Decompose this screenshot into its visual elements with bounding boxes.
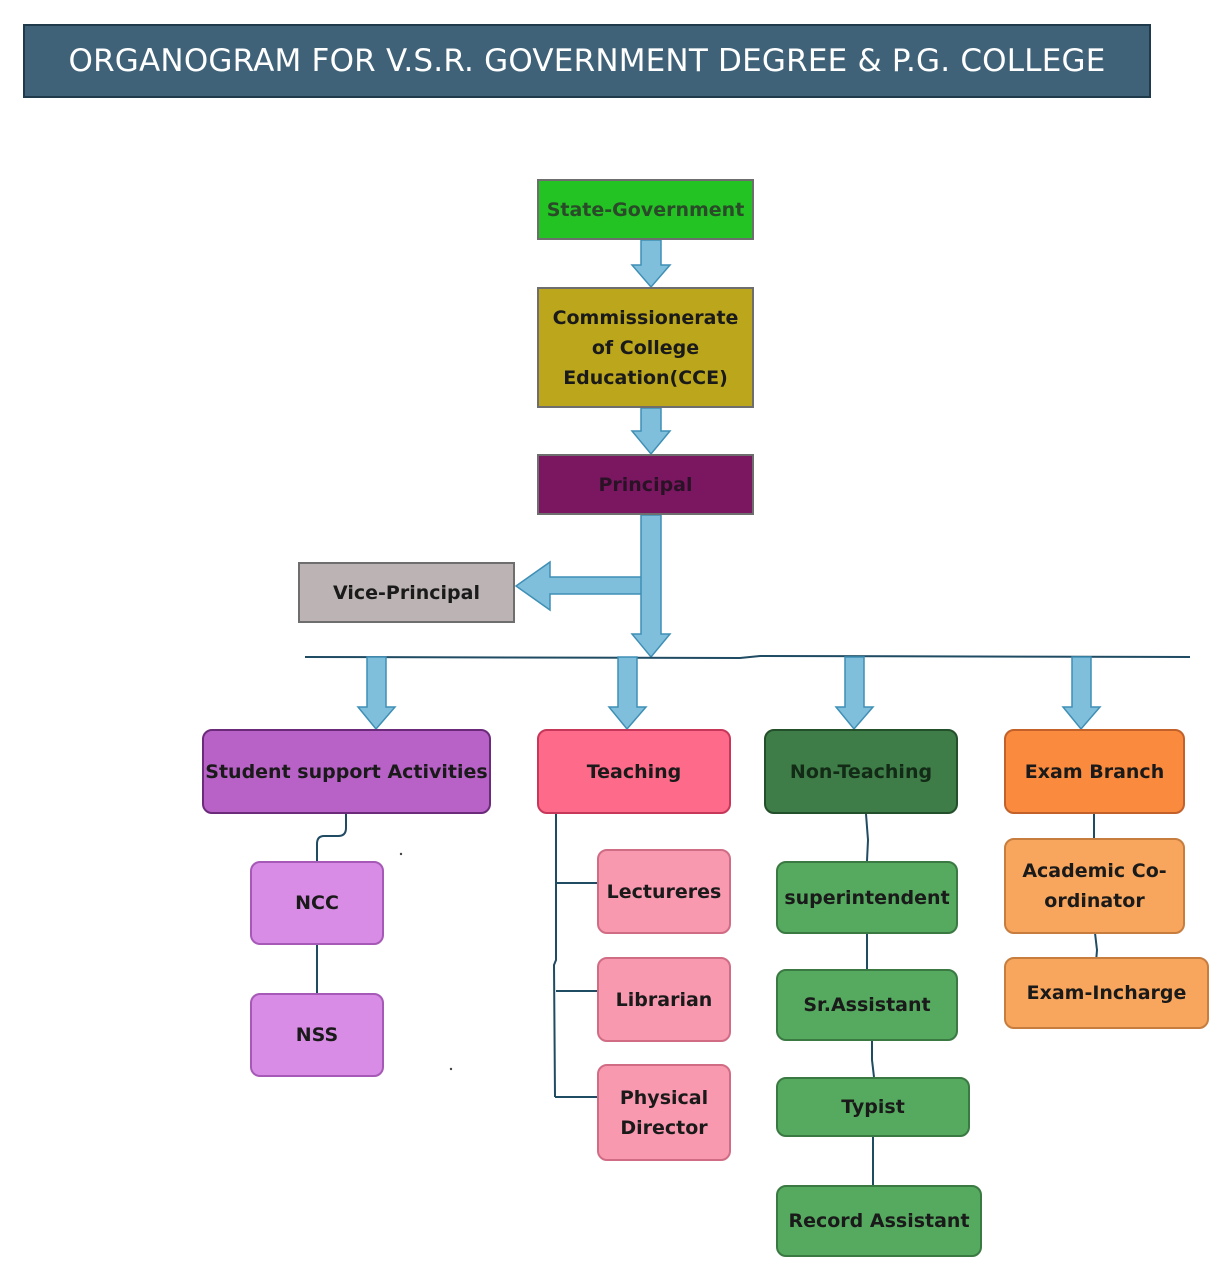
arrow-to-student-support bbox=[356, 656, 397, 731]
node-cce: Commissionerate of College Education(CCE… bbox=[537, 287, 754, 408]
node-superintendent: superintendent bbox=[776, 861, 958, 934]
node-nss: NSS bbox=[250, 993, 384, 1077]
connector-teaching-bracket bbox=[552, 814, 557, 1098]
arrow-to-non-teaching bbox=[834, 656, 875, 731]
node-sr-assistant: Sr.Assistant bbox=[776, 969, 958, 1041]
node-ncc: NCC bbox=[250, 861, 384, 945]
connector-non-teaching-superintendent bbox=[865, 813, 870, 862]
connector-sr-assistant-typist bbox=[871, 1041, 875, 1078]
node-state-government: State-Government bbox=[537, 179, 754, 240]
node-typist: Typist bbox=[776, 1077, 970, 1137]
page-title: ORGANOGRAM FOR V.S.R. GOVERNMENT DEGREE … bbox=[23, 24, 1151, 98]
arrow-principal-down bbox=[630, 514, 672, 659]
arrow-to-exam-branch bbox=[1061, 656, 1102, 731]
node-principal: Principal bbox=[537, 454, 754, 515]
node-librarian: Librarian bbox=[597, 957, 731, 1042]
node-academic-coordinator: Academic Co-ordinator bbox=[1004, 838, 1185, 934]
connector-student-support-ncc bbox=[316, 814, 347, 861]
arrow-cce-to-principal bbox=[630, 407, 672, 456]
node-student-support: Student support Activities bbox=[202, 729, 491, 814]
node-exam-incharge: Exam-Incharge bbox=[1004, 957, 1209, 1029]
node-non-teaching: Non-Teaching bbox=[764, 729, 958, 814]
node-record-assistant: Record Assistant bbox=[776, 1185, 982, 1257]
distribution-line bbox=[304, 654, 1191, 660]
node-vice-principal: Vice-Principal bbox=[298, 562, 515, 623]
stray-dot bbox=[399, 852, 403, 856]
arrow-principal-to-vice bbox=[514, 560, 646, 612]
stray-dot bbox=[449, 1067, 453, 1071]
arrow-to-teaching bbox=[607, 656, 648, 731]
node-lecturers: Lectureres bbox=[597, 849, 731, 934]
node-exam-branch: Exam Branch bbox=[1004, 729, 1185, 814]
node-teaching: Teaching bbox=[537, 729, 731, 814]
node-physical-director: Physical Director bbox=[597, 1064, 731, 1161]
arrow-state-to-cce bbox=[630, 239, 672, 289]
